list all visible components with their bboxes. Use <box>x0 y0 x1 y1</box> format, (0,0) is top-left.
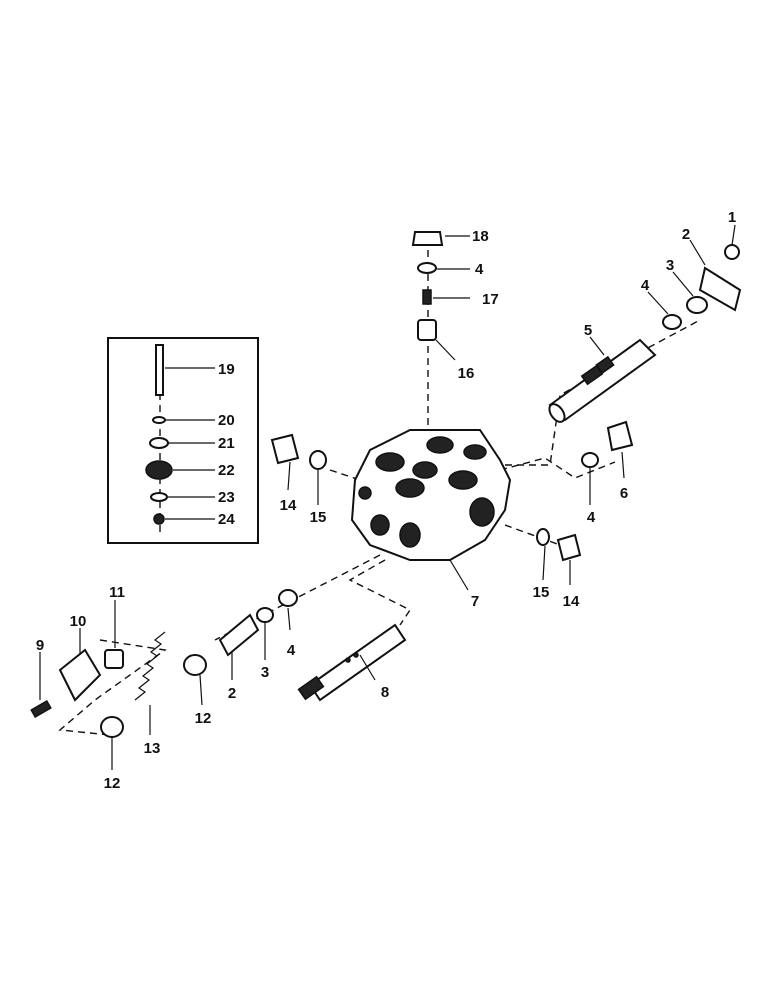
callout-18: 18 <box>472 228 489 245</box>
callout-4: 4 <box>641 277 650 294</box>
callout-4c: 4 <box>587 509 596 526</box>
callout-15b: 15 <box>533 584 550 601</box>
callout-5: 5 <box>584 322 592 339</box>
callout-9: 9 <box>36 637 44 654</box>
valve-body <box>350 429 512 561</box>
callout-3b: 3 <box>261 664 269 681</box>
callout-15a: 15 <box>310 509 327 526</box>
callout-3: 3 <box>666 257 674 274</box>
callout-16: 16 <box>458 365 475 382</box>
callout-8: 8 <box>381 684 389 701</box>
callout-10: 10 <box>70 613 87 630</box>
callout-12b: 12 <box>104 775 121 792</box>
inset-box <box>107 337 259 544</box>
callout-1: 1 <box>728 209 736 226</box>
callout-19: 19 <box>218 361 235 378</box>
callout-4d: 4 <box>475 261 484 278</box>
callout-20: 20 <box>218 412 235 429</box>
callout-7: 7 <box>471 593 479 610</box>
callout-14b: 14 <box>563 593 580 610</box>
callout-21: 21 <box>218 435 235 452</box>
spool-8 <box>297 623 407 702</box>
callout-12a: 12 <box>195 710 212 727</box>
callout-2: 2 <box>682 226 690 243</box>
callout-17: 17 <box>482 291 499 308</box>
callout-14a: 14 <box>280 497 297 514</box>
callout-22: 22 <box>218 462 235 479</box>
spool-5 <box>548 338 657 423</box>
leader-lines <box>39 224 736 770</box>
callout-2b: 2 <box>228 685 236 702</box>
callout-11: 11 <box>109 584 125 601</box>
callout-24: 24 <box>218 511 235 528</box>
callout-4b: 4 <box>287 642 296 659</box>
callout-labels: 1 2 3 4 5 6 7 8 9 10 11 12 13 12 2 3 4 1… <box>36 209 736 792</box>
callout-23: 23 <box>218 489 235 506</box>
callout-6: 6 <box>620 485 628 502</box>
parts-group <box>30 231 742 738</box>
callout-13: 13 <box>144 740 161 757</box>
